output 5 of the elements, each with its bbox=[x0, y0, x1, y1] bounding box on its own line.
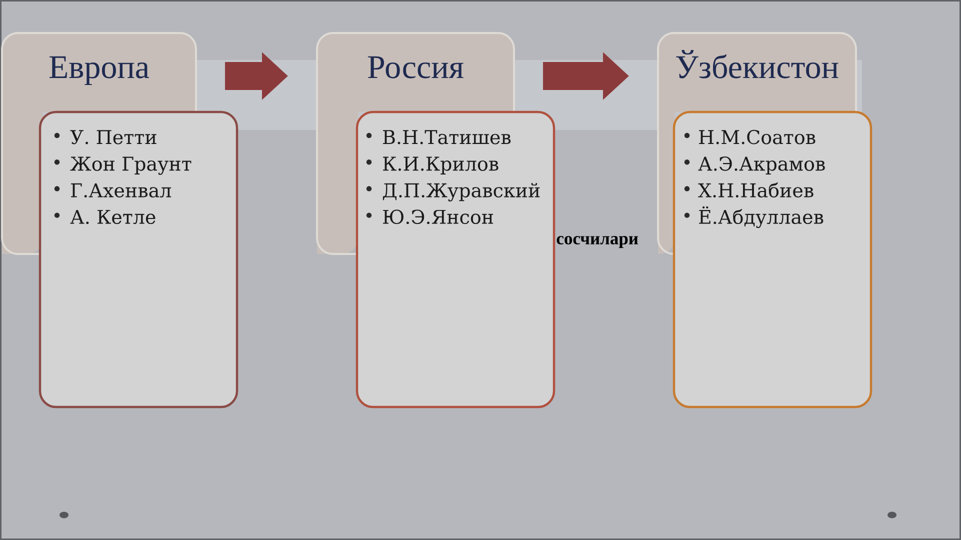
heading-panel: Ўзбекистон bbox=[657, 32, 857, 112]
list-card: Н.М.Соатов А.Э.Акрамов Х.Н.Набиев Ё.Абдуллаев bbox=[672, 110, 872, 408]
note-text: сосчилари bbox=[556, 236, 638, 248]
list-card: У. Петти Жон Граунт Г.Ахенвал А. Кетле bbox=[38, 110, 238, 408]
list-card: В.Н.Татишев К.И.Крилов Д.П.Журавский Ю.Э.Янсон bbox=[356, 110, 556, 408]
